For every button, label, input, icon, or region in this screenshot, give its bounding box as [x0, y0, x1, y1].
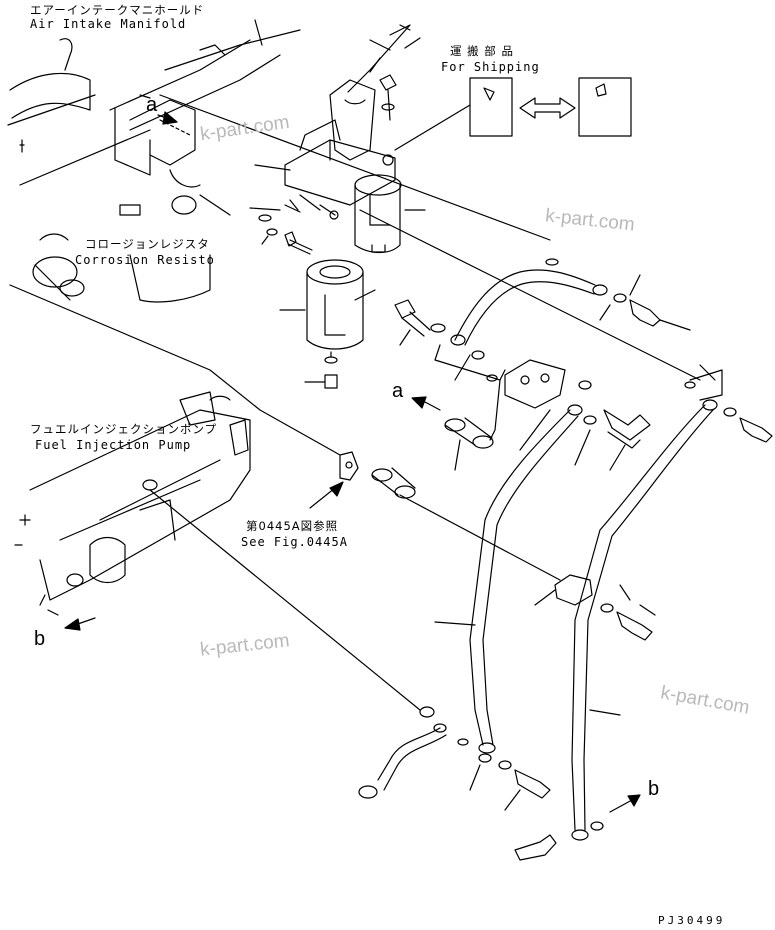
leader-line-4 [149, 489, 421, 711]
for-shipping-boxes [394, 77, 632, 151]
part-leaders [249, 24, 716, 811]
label-fuel-pump-jp: フュエルインジェクションポンプ [30, 422, 218, 436]
label-fuel-pump-en: Fuel Injection Pump [35, 438, 192, 452]
filter-head [284, 79, 396, 220]
bolt-washer-set-upper [258, 74, 397, 255]
ref-arrow-a-top [157, 111, 178, 125]
banjo-bolt-left [394, 299, 446, 337]
leader-line-1 [159, 94, 551, 241]
corrosion-resistor [32, 204, 211, 303]
air-intake-manifold [7, 19, 301, 216]
ref-arrow-b-left [64, 617, 96, 631]
leader-line-3 [9, 284, 341, 456]
leader-line-5 [399, 494, 561, 581]
banjo-bolt-lower-right [514, 821, 604, 861]
fuel-filter-small [354, 174, 402, 254]
clamp-and-bolts-right [554, 369, 773, 641]
lower-pipe [358, 706, 447, 799]
see-fig-arrow [309, 481, 344, 509]
label-air-intake-jp: エアーインテークマニホールド [30, 3, 205, 17]
ref-letter-b-right: b [648, 778, 660, 800]
ref-letter-b-left: b [34, 628, 46, 650]
leader-line-2 [359, 209, 701, 381]
label-corrosion-jp: コロージョンレジスタ [85, 237, 210, 251]
label-shipping-jp: 運 搬 部 品 [450, 44, 514, 58]
ref-arrow-b-right [609, 794, 641, 813]
ref-letter-a-top: a [146, 94, 158, 116]
upper-fuel-hose [450, 258, 608, 346]
fuel-filter-large [306, 259, 364, 389]
banjo-bolt-upper-right [613, 293, 661, 327]
label-corrosion-en: Corrosion Resisto [75, 253, 215, 267]
mounting-clip [339, 451, 359, 481]
label-shipping-en: For Shipping [441, 60, 540, 74]
spacer-collar [371, 417, 494, 499]
long-hose-left [469, 404, 583, 754]
connector-block [434, 344, 592, 441]
ref-letter-a-mid: a [392, 380, 404, 402]
banjo-bolt-lower-center [457, 738, 551, 799]
drawing-number: PJ30499 [658, 914, 726, 927]
ref-arrow-a-mid [411, 396, 441, 411]
fuel-injection-pump [14, 391, 251, 616]
label-air-intake-en: Air Intake Manifold [30, 17, 187, 31]
label-see-fig-en: See Fig.0445A [241, 535, 348, 549]
long-hose-right [571, 399, 718, 841]
label-see-fig-jp: 第0445A図参照 [246, 519, 339, 533]
